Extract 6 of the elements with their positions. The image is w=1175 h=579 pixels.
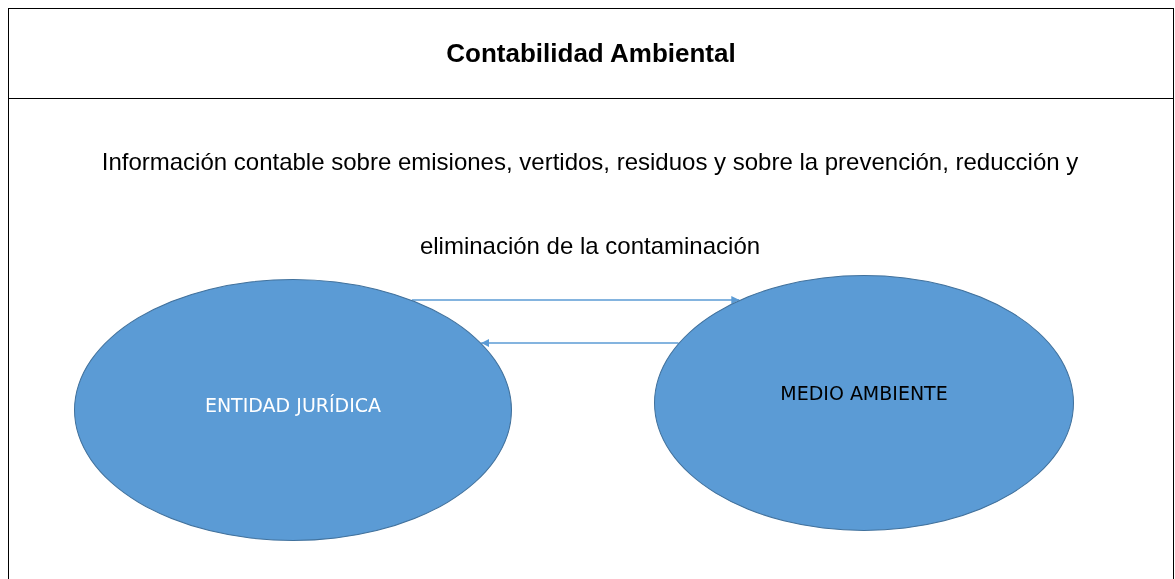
arrow bbox=[411, 296, 741, 304]
node-label: ENTIDAD JURÍDICA bbox=[204, 394, 382, 416]
title: Contabilidad Ambiental bbox=[446, 38, 736, 69]
description-text: Información contable sobre emisiones, vertidos, residuos y sobre la prevención, reducción y eliminación de la contaminación bbox=[100, 147, 1080, 261]
arrow bbox=[480, 339, 680, 347]
node-label: MEDIO AMBIENTE bbox=[780, 382, 948, 404]
